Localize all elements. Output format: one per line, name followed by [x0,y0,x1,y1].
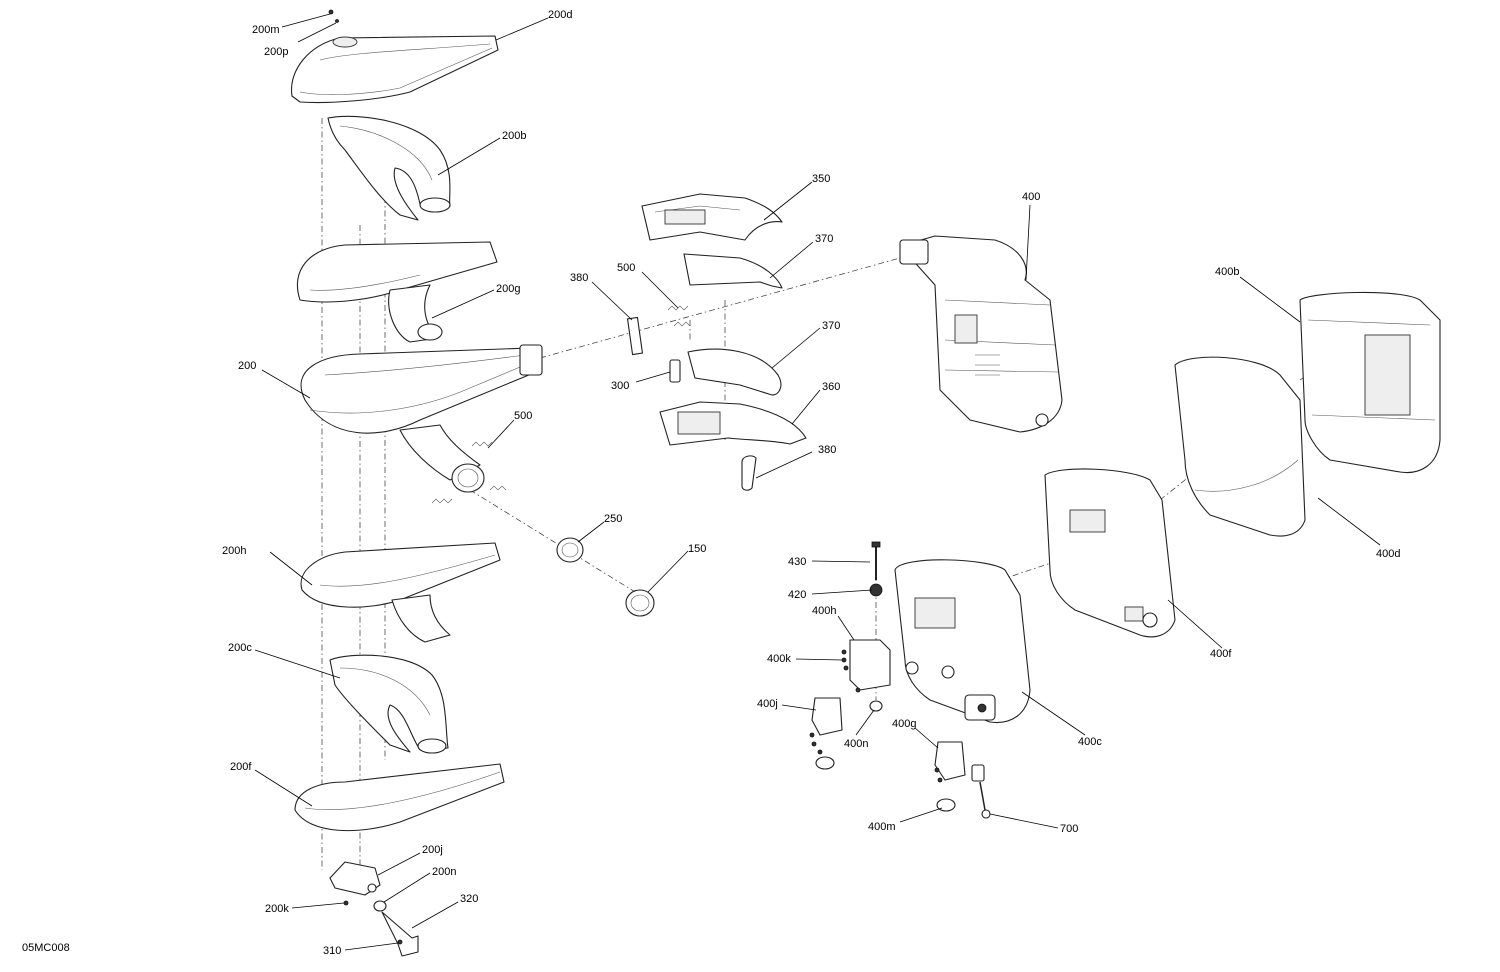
callout-labels: 200m 200p 200d 200b 200g 200 500 500 200… [22,9,1400,957]
part-370-upper-shield [683,253,783,289]
part-200-main-muffler [300,344,543,493]
callout-400h: 400h [812,605,836,617]
part-200f-bottom-cover [294,763,505,832]
part-380-clip-lower [741,455,757,491]
callout-370-upper: 370 [815,233,833,245]
callout-200c: 200c [228,642,252,654]
callout-320: 320 [460,893,478,905]
callout-310: 310 [323,945,341,957]
callout-250: 250 [604,513,622,525]
callout-500-middle: 500 [617,262,635,274]
callout-420: 420 [788,589,806,601]
callout-700: 700 [1060,823,1078,835]
callout-200f: 200f [230,761,252,773]
callout-400b: 400b [1215,266,1239,278]
part-200h-lower-shell [300,542,501,643]
callout-400m: 400m [868,821,896,833]
drawing-code: 05MC008 [22,942,70,954]
part-400c-muffler-cover [894,559,1031,724]
callout-350: 350 [812,173,830,185]
part-400g-bracket [934,741,966,812]
part-370-lower-shield [687,348,782,396]
callout-370-lower: 370 [822,320,840,332]
callout-380-lower: 380 [818,444,836,456]
callout-400j: 400j [757,698,778,710]
callout-430: 430 [788,556,806,568]
part-200c-inner-shield [329,654,449,754]
part-400h-bracket [841,639,891,712]
part-430-bolt [871,541,881,580]
callout-200j: 200j [422,844,443,856]
part-380-clip-upper [626,316,644,356]
part-200d-top-cover [291,35,499,104]
callout-300: 300 [611,380,629,392]
callout-500-left: 500 [514,410,532,422]
callout-200k: 200k [265,903,289,915]
callout-400: 400 [1022,191,1040,203]
callout-400k: 400k [767,653,791,665]
part-200g-upper-shell [296,241,498,343]
part-200j-bracket [328,9,419,957]
callout-200n: 200n [432,866,456,878]
part-250-gasket [556,537,584,563]
part-400f-heat-shield [1044,468,1176,638]
callout-200p: 200p [264,46,288,58]
part-350-pipe-shield [641,193,783,241]
part-400d-middle-shield [1174,356,1306,537]
part-200b-heat-shield [327,115,451,221]
leader-lines [254,13,1381,951]
callout-200g: 200g [496,283,520,295]
part-500-springs-left [431,441,507,504]
part-300-clip [669,359,681,383]
callout-200h: 200h [222,545,246,557]
callout-200d: 200d [548,9,572,21]
part-150-gasket [625,589,655,617]
part-400-catalyst-muffler [899,235,1063,433]
part-400j-bracket [809,697,843,770]
part-360-pipe [659,401,807,446]
callout-380-upper: 380 [570,272,588,284]
callout-360: 360 [822,381,840,393]
callout-400n: 400n [844,738,868,750]
callout-200b: 200b [502,130,526,142]
part-700-sensor [971,764,991,819]
callout-200m: 200m [252,24,280,36]
callout-400c: 400c [1078,736,1102,748]
callout-400f: 400f [1210,648,1232,660]
callout-200: 200 [238,360,256,372]
callout-400d: 400d [1376,548,1400,560]
part-500-spring-middle [667,305,691,327]
callout-150: 150 [688,543,706,555]
callout-400g: 400g [892,718,916,730]
part-400b-outer-shield [1299,291,1441,474]
